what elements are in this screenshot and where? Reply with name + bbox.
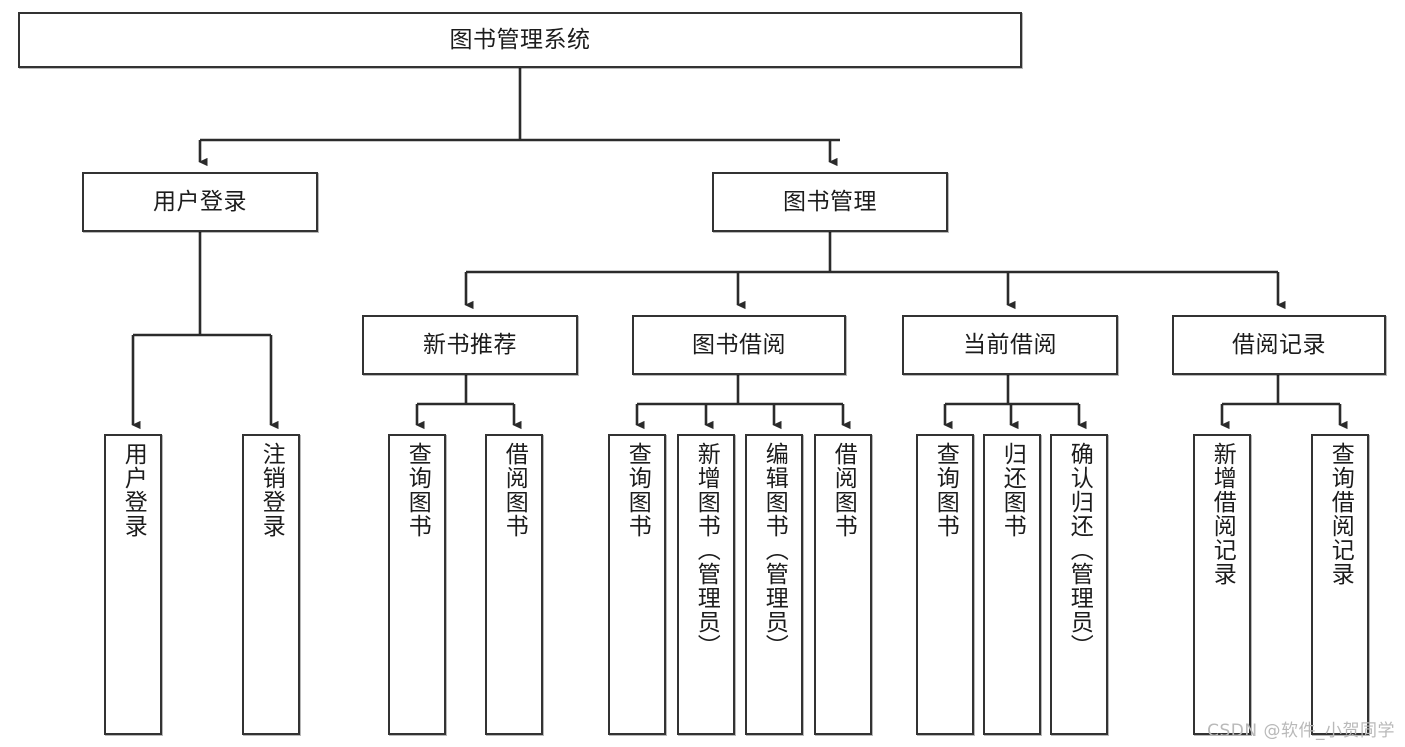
leaf-user-login[interactable]: 用户登录 (104, 434, 162, 735)
node-new-book-recommend[interactable]: 新书推荐 (362, 315, 578, 375)
leaf-borrow-book-1-label: 借阅图书 (501, 442, 528, 538)
leaf-return-book[interactable]: 归还图书 (983, 434, 1041, 735)
node-new-book-recommend-label: 新书推荐 (423, 331, 517, 358)
leaf-add-book-label: 新增图书（管理员） (693, 442, 720, 658)
leaf-query-record[interactable]: 查询借阅记录 (1311, 434, 1369, 735)
leaf-query-book-2-label: 查询图书 (624, 442, 651, 538)
node-borrow-record[interactable]: 借阅记录 (1172, 315, 1386, 375)
leaf-query-record-label: 查询借阅记录 (1327, 442, 1354, 586)
leaf-confirm-return-label: 确认归还（管理员） (1066, 442, 1093, 658)
node-user-login[interactable]: 用户登录 (82, 172, 318, 232)
leaf-query-book-2[interactable]: 查询图书 (608, 434, 666, 735)
node-book-manage[interactable]: 图书管理 (712, 172, 948, 232)
node-current-borrow-label: 当前借阅 (963, 331, 1057, 358)
leaf-query-book-1[interactable]: 查询图书 (388, 434, 446, 735)
leaf-logout-login[interactable]: 注销登录 (242, 434, 300, 735)
leaf-borrow-book-2[interactable]: 借阅图书 (814, 434, 872, 735)
leaf-borrow-book-1[interactable]: 借阅图书 (485, 434, 543, 735)
node-current-borrow[interactable]: 当前借阅 (902, 315, 1118, 375)
leaf-logout-login-label: 注销登录 (258, 442, 285, 538)
leaf-edit-book-label: 编辑图书（管理员） (761, 442, 788, 658)
leaf-query-book-1-label: 查询图书 (404, 442, 431, 538)
node-user-login-label: 用户登录 (153, 188, 247, 215)
leaf-query-book-3-label: 查询图书 (932, 442, 959, 538)
node-root-label: 图书管理系统 (449, 26, 591, 53)
node-book-borrow-label: 图书借阅 (692, 331, 786, 358)
node-root[interactable]: 图书管理系统 (18, 12, 1022, 68)
leaf-edit-book[interactable]: 编辑图书（管理员） (745, 434, 803, 735)
leaf-user-login-label: 用户登录 (120, 442, 147, 538)
leaf-confirm-return[interactable]: 确认归还（管理员） (1050, 434, 1108, 735)
leaf-borrow-book-2-label: 借阅图书 (830, 442, 857, 538)
node-book-manage-label: 图书管理 (783, 188, 877, 215)
csdn-watermark: CSDN @软件_小贺同学 (1207, 721, 1395, 741)
node-borrow-record-label: 借阅记录 (1232, 331, 1326, 358)
leaf-add-record-label: 新增借阅记录 (1209, 442, 1236, 586)
leaf-add-book[interactable]: 新增图书（管理员） (677, 434, 735, 735)
leaf-query-book-3[interactable]: 查询图书 (916, 434, 974, 735)
node-book-borrow[interactable]: 图书借阅 (632, 315, 846, 375)
leaf-return-book-label: 归还图书 (999, 442, 1026, 538)
leaf-add-record[interactable]: 新增借阅记录 (1193, 434, 1251, 735)
